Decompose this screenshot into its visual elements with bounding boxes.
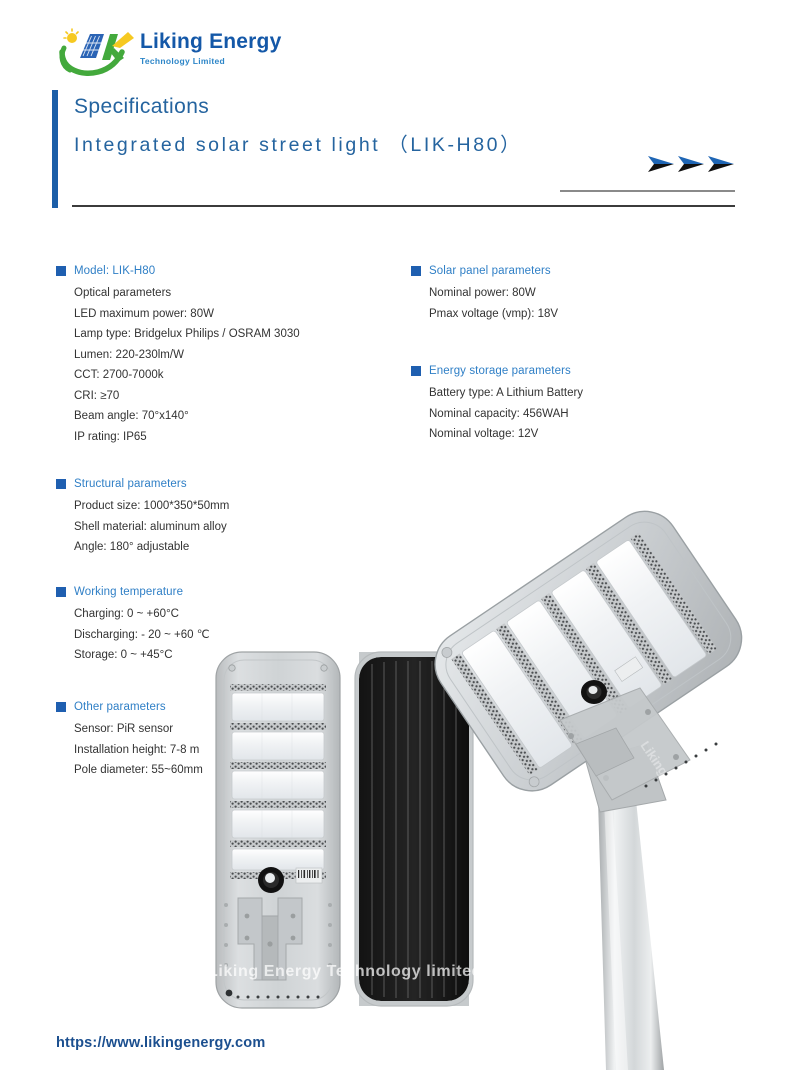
section-body: Product size: 1000*350*50mm Shell materi… <box>56 496 396 558</box>
section-heading: Model: LIK-H80 <box>74 265 156 277</box>
section-energy-storage: Energy storage parameters Battery type: … <box>411 365 751 445</box>
company-logo: Liking Energy Technology Limited <box>58 24 358 80</box>
spec-line: Discharging: - 20 ~ +60 ℃ <box>74 628 210 641</box>
bullet-square-icon <box>56 587 66 597</box>
logo-wordmark: Liking Energy Technology Limited <box>140 30 281 66</box>
section-heading: Other parameters <box>74 701 166 713</box>
spec-line: Pole diameter: 55~60mm <box>74 764 203 776</box>
pir-sensor-angled <box>581 680 607 704</box>
section-heading: Structural parameters <box>74 478 187 490</box>
spec-line: CRI: ≥70 <box>74 389 120 402</box>
section-model: Model: LIK-H80 Optical parameters LED ma… <box>56 265 396 447</box>
section-structural: Structural parameters Product size: 1000… <box>56 478 396 558</box>
section-heading-row: Energy storage parameters <box>411 365 751 377</box>
spec-line: Installation height: 7-8 m <box>74 743 200 756</box>
section-heading-row: Model: LIK-H80 <box>56 265 396 277</box>
triple-chevron-right-icon <box>648 152 738 178</box>
brand-name: Liking Energy <box>140 30 282 53</box>
pole-bracket-joint <box>585 743 667 813</box>
spec-line: IP rating: IP65 <box>74 430 147 443</box>
section-heading-row: Working temperature <box>56 586 396 598</box>
mounting-bracket-front <box>237 897 303 981</box>
bullet-square-icon <box>56 266 66 276</box>
spec-line: Optical parameters <box>74 287 172 299</box>
light-pole <box>598 800 664 1070</box>
spec-line: LED maximum power: 80W <box>74 307 214 320</box>
spec-line: Nominal power: 80W <box>429 287 536 299</box>
angled-hinge-plate <box>559 687 691 801</box>
bullet-square-icon <box>56 479 66 489</box>
title-accent-bar <box>52 90 58 208</box>
spec-line: Battery type: A Lithium Battery <box>429 387 584 399</box>
barcode-label-angled <box>614 656 644 682</box>
pir-sensor-front <box>258 867 284 893</box>
section-working-temperature: Working temperature Charging: 0 ~ +60°C … <box>56 586 396 666</box>
section-solar-panel: Solar panel parameters Nominal power: 80… <box>411 265 751 324</box>
svg-text:Liking Ener: Liking Ener <box>638 738 690 805</box>
header-rule-short <box>560 190 735 192</box>
spec-line: CCT: 2700-7000k <box>74 369 164 381</box>
barcode-label-front <box>295 867 323 884</box>
section-heading-row: Structural parameters <box>56 478 396 490</box>
website-url[interactable]: https://www.likingenergy.com <box>56 1035 266 1051</box>
spec-line: Sensor: PiR sensor <box>74 723 174 735</box>
bullet-square-icon <box>56 702 66 712</box>
section-body: Charging: 0 ~ +60°C Discharging: - 20 ~ … <box>56 604 396 666</box>
section-body: Battery type: A Lithium Battery Nominal … <box>411 383 751 445</box>
spec-line: Lamp type: Bridgelux Philips / OSRAM 303… <box>74 328 300 340</box>
bullet-square-icon <box>411 266 421 276</box>
spec-line: Storage: 0 ~ +45°C <box>74 649 173 661</box>
spec-line: Beam angle: 70°x140° <box>74 410 189 422</box>
spec-line: Nominal capacity: 456WAH <box>429 407 569 420</box>
section-other-parameters: Other parameters Sensor: PiR sensor Inst… <box>56 701 396 781</box>
spec-line: Charging: 0 ~ +60°C <box>74 608 179 620</box>
header-rule-long <box>72 205 735 207</box>
spec-line: Lumen: 220-230lm/W <box>74 348 184 361</box>
section-heading: Working temperature <box>74 586 184 598</box>
spec-line: Pmax voltage (vmp): 18V <box>429 307 559 320</box>
spec-line: Angle: 180° adjustable <box>74 541 190 553</box>
solar-panel-sun-swoosh-logo-icon <box>58 26 136 76</box>
section-body: Nominal power: 80W Pmax voltage (vmp): 1… <box>411 283 751 324</box>
spec-line: Shell material: aluminum alloy <box>74 520 227 533</box>
product-watermark: Liking Energy Technology limited <box>208 963 483 980</box>
spec-line: Product size: 1000*350*50mm <box>74 500 230 512</box>
section-heading: Solar panel parameters <box>429 265 551 277</box>
section-heading-row: Solar panel parameters <box>411 265 751 277</box>
section-body: Optical parameters LED maximum power: 80… <box>56 283 396 447</box>
page-title: Specifications <box>74 95 210 118</box>
spec-line: Nominal voltage: 12V <box>429 428 539 440</box>
title-block: Specifications Integrated solar street l… <box>74 92 634 162</box>
section-heading-row: Other parameters <box>56 701 396 713</box>
street-light-on-pole-angled-view <box>434 510 743 1070</box>
section-heading: Energy storage parameters <box>429 365 571 377</box>
page-subtitle: Integrated solar street light （LIK‑H80） <box>74 134 523 156</box>
bullet-square-icon <box>411 366 421 376</box>
brand-tagline: Technology Limited <box>140 56 226 66</box>
section-body: Sensor: PiR sensor Installation height: … <box>56 719 396 781</box>
